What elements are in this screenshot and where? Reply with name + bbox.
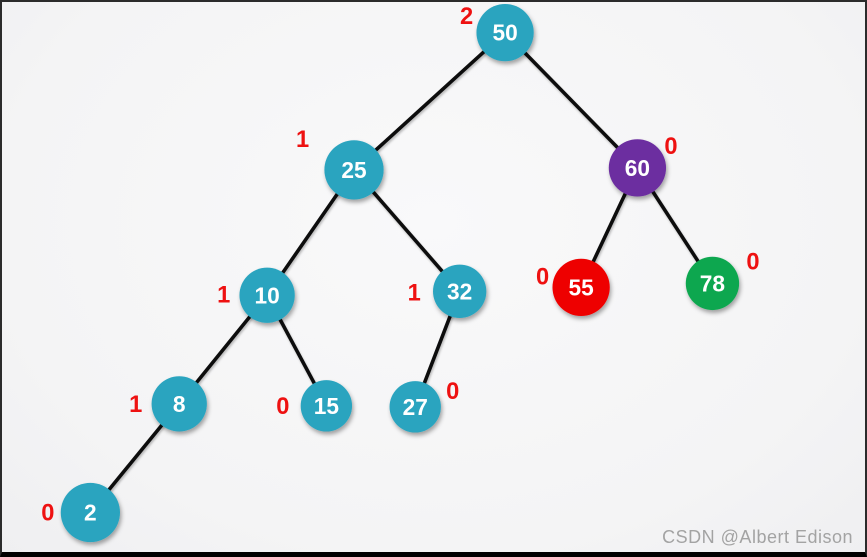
tree-node-value-10: 10 (254, 282, 279, 308)
tree-node-value-25: 25 (341, 157, 366, 183)
tree-node-55 (552, 258, 610, 317)
tree-node-50 (476, 3, 534, 62)
balance-label-55: 0 (536, 264, 549, 290)
tree-node-60 (608, 139, 667, 197)
balance-label-32: 1 (408, 280, 421, 306)
tree-node-27 (389, 381, 441, 433)
tree-node-value-15: 15 (314, 393, 339, 419)
tree-node-value-55: 55 (568, 274, 593, 300)
balance-label-15: 0 (276, 394, 289, 420)
tree-node-25 (324, 140, 384, 200)
balance-label-27: 0 (446, 379, 459, 405)
tree-node-value-50: 50 (492, 20, 517, 46)
tree-node-78 (685, 256, 740, 311)
tree-node-value-2: 2 (84, 500, 97, 526)
tree-node-value-60: 60 (625, 155, 650, 181)
balance-label-50: 2 (460, 4, 473, 30)
balance-label-2: 0 (41, 500, 54, 526)
balance-label-8: 1 (129, 392, 142, 418)
tree-node-value-78: 78 (700, 270, 725, 296)
tree-edge-50-60 (503, 30, 640, 170)
balance-label-78: 0 (746, 250, 759, 276)
balance-label-25: 1 (296, 127, 309, 153)
edges-layer (88, 30, 715, 515)
tree-node-value-8: 8 (173, 391, 186, 417)
tree-node-8 (151, 376, 207, 432)
tree-node-32 (433, 264, 487, 318)
tree-node-15 (300, 380, 353, 432)
balance-label-60: 0 (664, 134, 677, 160)
tree-node-10 (239, 267, 295, 323)
tree-node-value-32: 32 (447, 278, 472, 304)
tree-node-2 (60, 482, 120, 543)
balance-label-10: 1 (217, 282, 230, 308)
tree-edge-50-25 (352, 30, 507, 172)
tree-node-value-27: 27 (403, 394, 428, 420)
watermark: CSDN @Albert Edison (662, 527, 853, 547)
